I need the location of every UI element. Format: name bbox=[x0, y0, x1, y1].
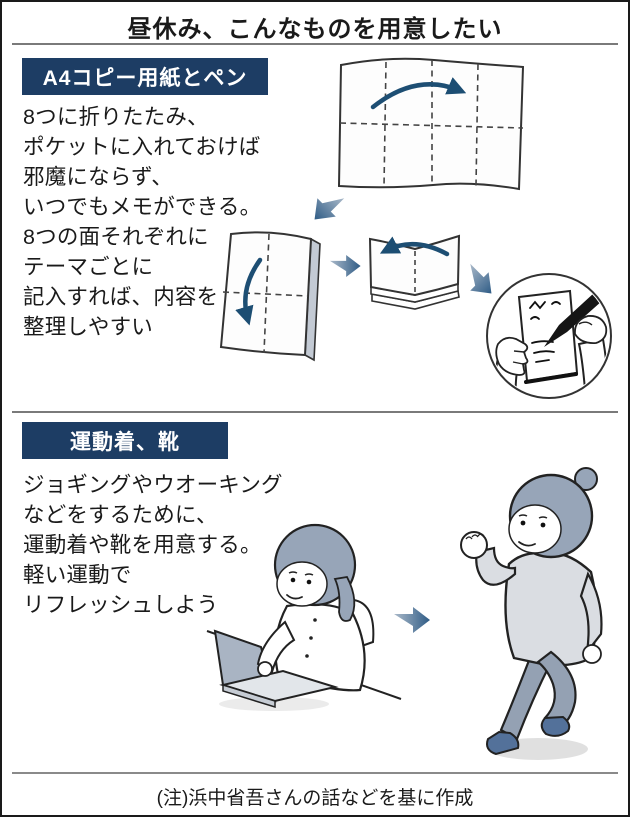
fold-left-curved-arrow-icon bbox=[379, 236, 450, 257]
down-left-block-arrow-icon bbox=[305, 184, 350, 229]
fold-right-curved-arrow-icon bbox=[370, 77, 467, 110]
footer-note: (注)浜中省吾さんの話などを基に作成 bbox=[156, 788, 474, 809]
right-block-arrow-2-icon bbox=[394, 607, 430, 633]
page-title: 昼休み、こんなものを用意したい bbox=[127, 16, 503, 43]
section1-header-label: A4コピー用紙とペン bbox=[42, 66, 248, 90]
footer-divider bbox=[12, 772, 618, 774]
section1-body-text: 8つに折りたたみ、 ポケットに入れておけば 邪魔にならず、 いつでもメモができる… bbox=[23, 105, 262, 339]
section2-header-badge: 運動着、靴 bbox=[22, 422, 228, 459]
unfolded-paper-8-panels-icon bbox=[337, 57, 525, 191]
person-jogging-icon bbox=[460, 467, 603, 760]
title-divider bbox=[12, 43, 618, 45]
writing-memo-hands-circle-icon bbox=[486, 273, 612, 399]
section2-header-label: 運動着、靴 bbox=[70, 430, 180, 454]
section1-header-badge: A4コピー用紙とペン bbox=[22, 58, 268, 95]
down-right-block-arrow-icon bbox=[456, 258, 501, 303]
section-divider bbox=[12, 411, 618, 413]
right-block-arrow-icon bbox=[330, 254, 361, 278]
folded-paper-stack-icon bbox=[368, 234, 461, 310]
section2-body-text: ジョギングやウオーキング などをするために、 運動着や靴を用意する。 軽い運動で… bbox=[23, 473, 283, 617]
